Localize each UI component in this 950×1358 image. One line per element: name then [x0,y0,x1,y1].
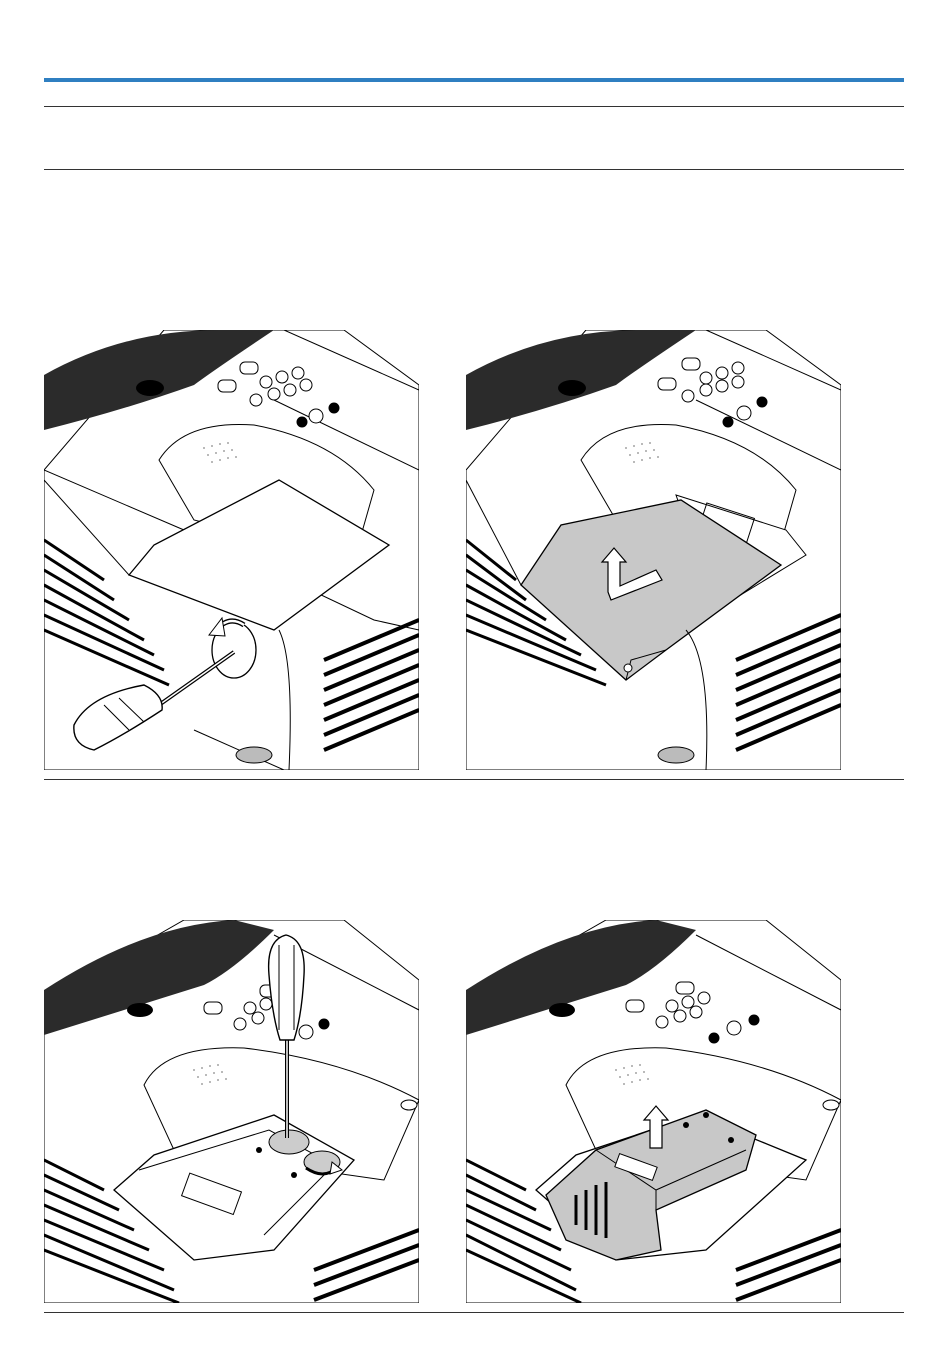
lens-ring [136,380,164,396]
footer-divider [44,1312,904,1313]
header-accent-rule [44,78,904,82]
projector-illustration [466,920,841,1303]
section-divider [44,779,904,780]
projector-illustration [466,330,841,770]
adjustable-foot [236,747,272,763]
figure-pull-out-lamp [466,920,841,1303]
figure-lift-lamp-cover [466,330,841,770]
figure-loosen-lamp-screws [44,920,419,1303]
projector-illustration [44,920,419,1303]
header-divider-top [44,106,904,107]
header-divider-bottom [44,169,904,170]
adjustable-foot [658,747,694,763]
figure-remove-cover-screw [44,330,419,770]
projector-illustration [44,330,419,770]
